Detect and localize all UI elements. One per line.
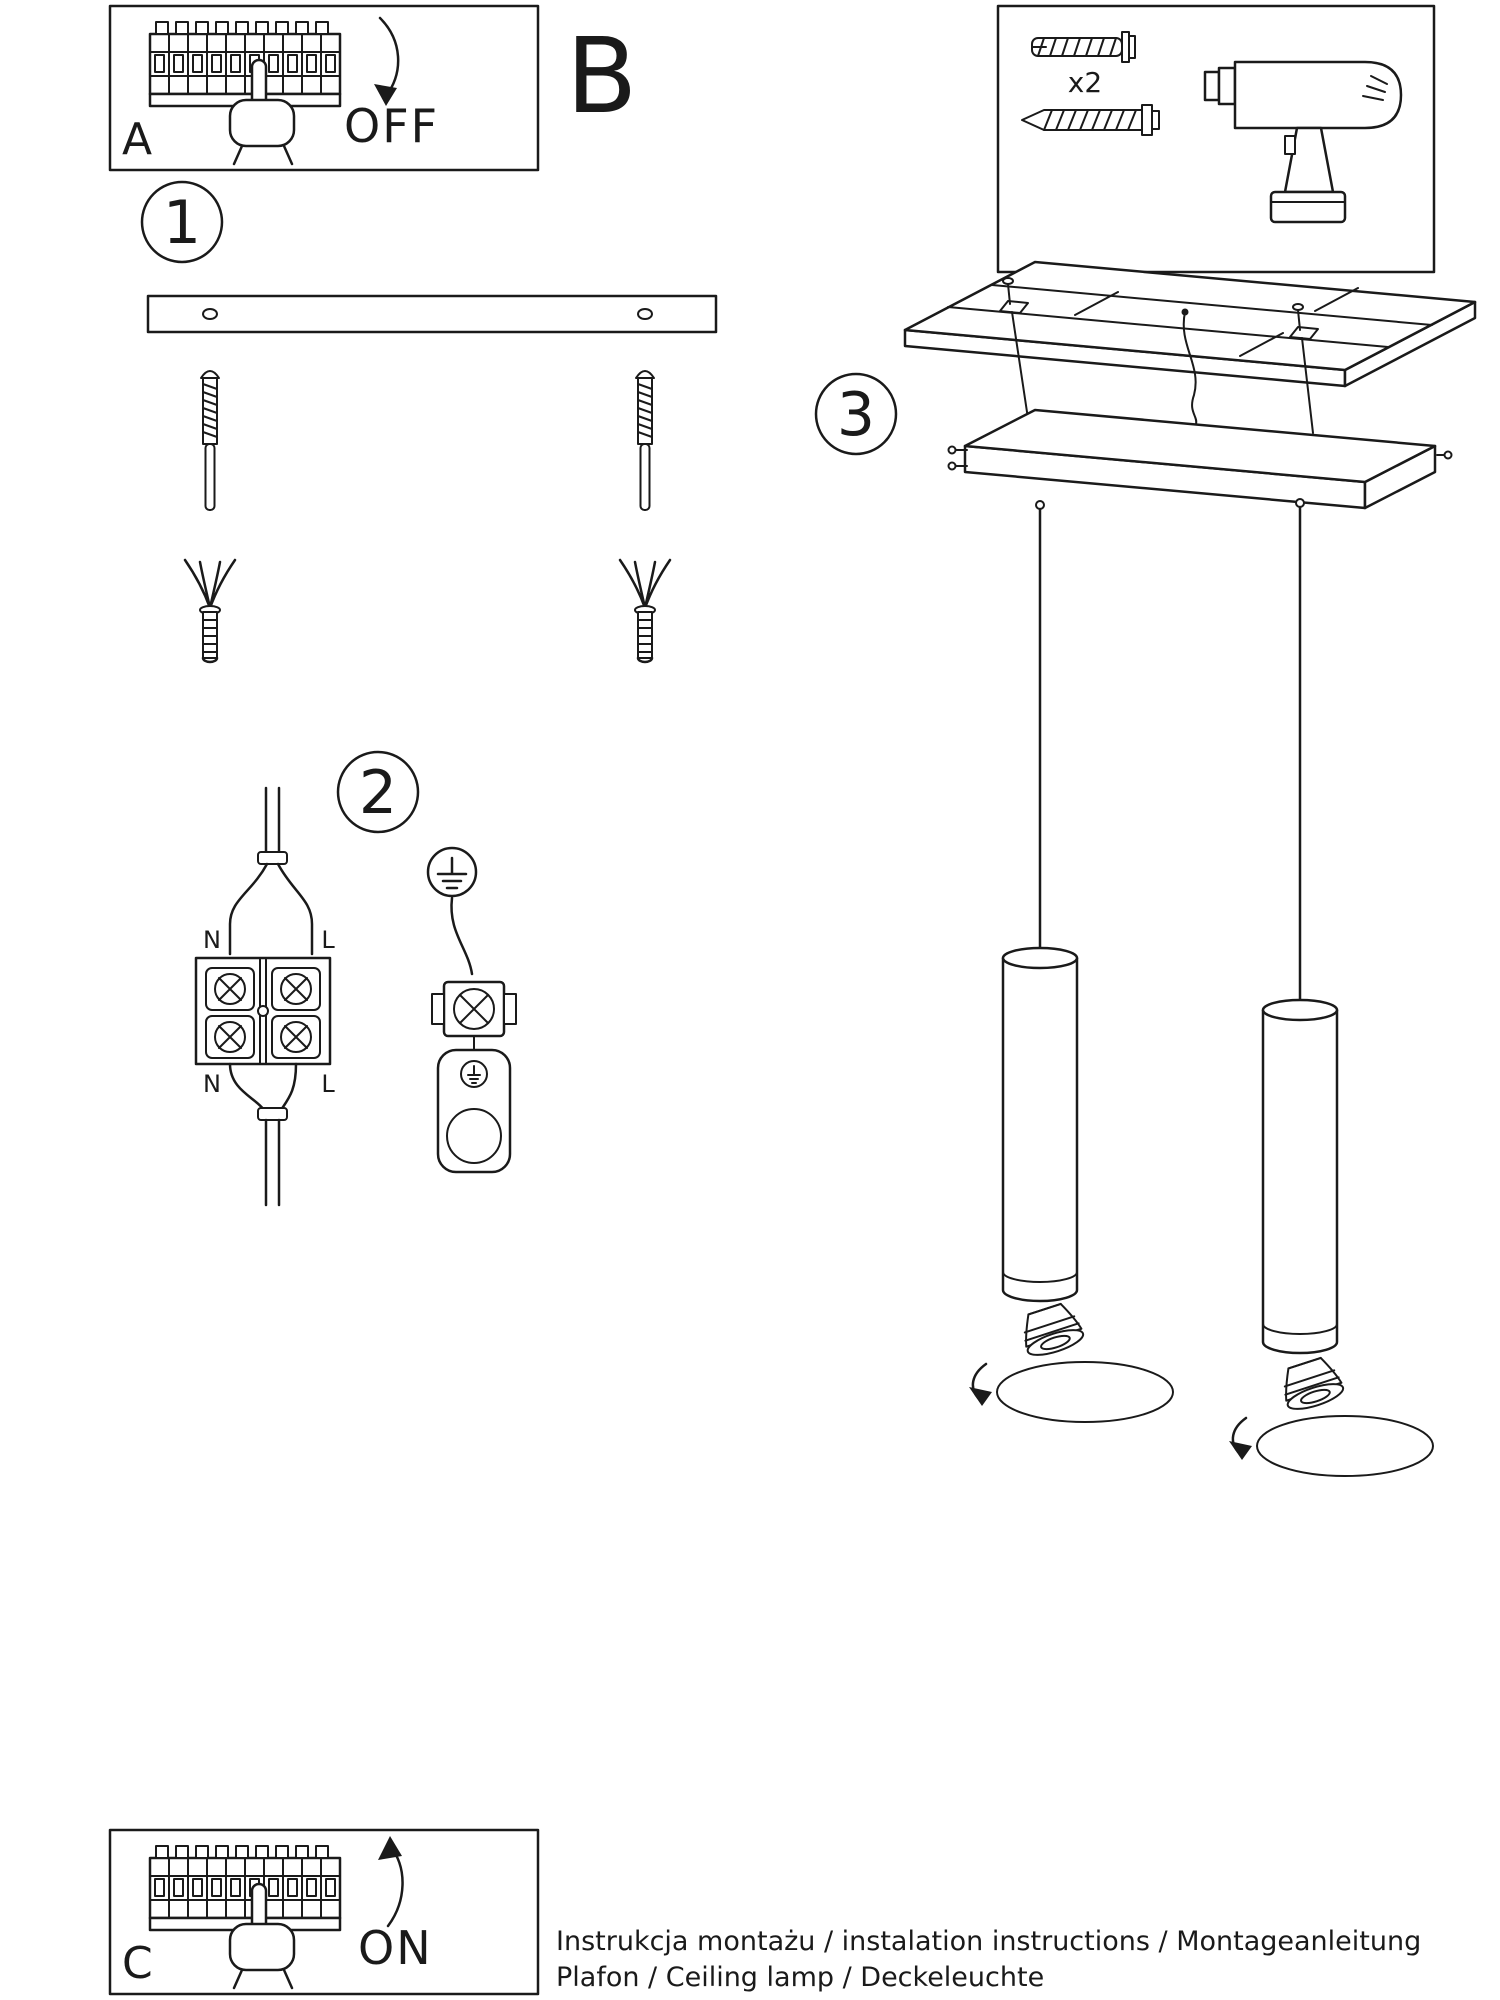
- mounting-rail: [146, 294, 718, 334]
- section-b-label: B: [566, 15, 637, 137]
- rotate-hint-right: [1229, 1415, 1434, 1477]
- panel-c-label: C: [122, 1938, 153, 1989]
- dowel-count-label: x2: [1068, 66, 1102, 99]
- hardware-box: x2: [996, 4, 1436, 274]
- panel-hole-right: [1289, 326, 1319, 340]
- on-label: ON: [358, 1921, 433, 1975]
- panel-hole-left: [999, 300, 1029, 314]
- mounting-screw-right: [635, 370, 655, 511]
- power-cable: [1181, 308, 1198, 425]
- bulb-right-icon: [1276, 1353, 1347, 1415]
- step-3-badge: 3: [814, 372, 898, 456]
- mains-cable-top: [228, 786, 314, 956]
- label-n-top: N: [203, 926, 221, 954]
- step-2-badge: 2: [336, 750, 420, 834]
- drill-icon: [1203, 60, 1403, 224]
- curved-arrow-down-icon: [374, 16, 400, 106]
- step-3-number: 3: [837, 380, 875, 450]
- terminal-block: [194, 956, 332, 1066]
- ground-symbol: [426, 846, 478, 898]
- mains-cable-bottom: [228, 1062, 298, 1207]
- bracket-screw-left: [947, 445, 968, 471]
- ground-terminal: [431, 980, 517, 1038]
- pendant-tube-right: [1261, 998, 1339, 1355]
- footer-line-1: Instrukcja montażu / instalation instruc…: [556, 1926, 1421, 1957]
- footer: Instrukcja montażu / instalation instruc…: [556, 1926, 1421, 1993]
- step-1-number: 1: [163, 188, 201, 258]
- wall-plug-icon: [1031, 31, 1136, 63]
- threaded-rods: [1011, 311, 1314, 434]
- step-3: 3: [814, 260, 1477, 1477]
- label-l-bottom: L: [321, 1070, 335, 1098]
- breaker-panel-icon: [148, 20, 342, 108]
- power-on-box: ON C: [108, 1828, 540, 1996]
- wall-anchor-left: [183, 558, 237, 664]
- bracket-screw-right: [1436, 450, 1453, 460]
- off-label: OFF: [344, 99, 439, 153]
- step-1: 1: [140, 180, 718, 664]
- rotate-hint-left: [969, 1361, 1174, 1423]
- wall-anchor-right: [618, 558, 672, 664]
- footer-line-2: Plafon / Ceiling lamp / Deckeleuchte: [556, 1962, 1044, 1993]
- ground-wire: [450, 896, 474, 976]
- mounting-bracket: [947, 408, 1453, 510]
- rail-hole-right: [637, 308, 653, 320]
- curved-arrow-up-icon: [378, 1836, 404, 1928]
- step-2-number: 2: [359, 758, 397, 828]
- screw-icon: [1021, 104, 1160, 136]
- canopy-ground-plate: [436, 1048, 512, 1174]
- label-n-bottom: N: [203, 1070, 221, 1098]
- suspension-cable-left: [1035, 500, 1045, 958]
- step-1-badge: 1: [140, 180, 224, 264]
- step-2: 2 N L N L: [194, 750, 517, 1207]
- bulb-left-icon: [1016, 1299, 1087, 1361]
- ceiling-panel: [903, 260, 1477, 388]
- breaker-panel-icon: [148, 1844, 342, 1932]
- mounting-screw-left: [200, 370, 220, 511]
- pendant-tube-left: [1001, 946, 1079, 1303]
- label-l-top: L: [321, 926, 335, 954]
- panel-screw-right: [1292, 303, 1304, 331]
- rail-hole-left: [202, 308, 218, 320]
- panel-a-label: A: [122, 114, 152, 165]
- suspension-cable-right: [1295, 498, 1305, 1010]
- power-off-box: OFF A: [108, 4, 540, 172]
- panel-screw-left: [1002, 277, 1014, 305]
